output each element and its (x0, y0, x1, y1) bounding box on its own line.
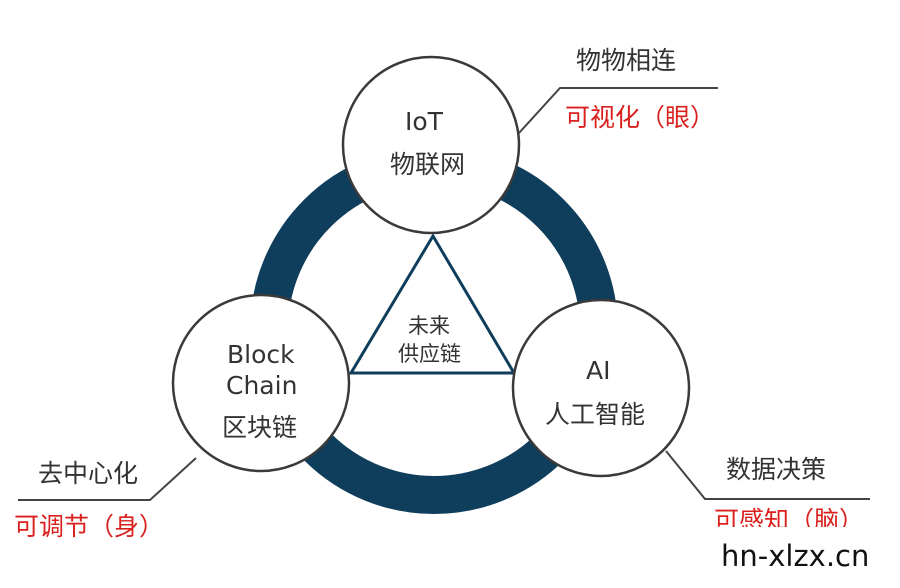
blockchain-callout-label: 去中心化 (38, 459, 139, 488)
center-triangle (348, 233, 517, 375)
iot-callout-role: 可视化（眼） (565, 103, 716, 132)
ai-node-subtitle: 人工智能 (545, 400, 646, 429)
blockchain-node-subtitle: 区块链 (222, 413, 298, 442)
iot-callout-label: 物物相连 (576, 46, 677, 75)
blockchain-leader-line (18, 457, 197, 501)
ai-node-circle (511, 298, 691, 478)
watermark-box: hn-xlzx.cn (708, 527, 900, 588)
center-label-line1: 未来 (408, 314, 450, 338)
blockchain-node-title-line2: Chain (226, 371, 298, 400)
ai-leader-line (665, 450, 870, 500)
blockchain-node-title-line1: Block (227, 340, 295, 369)
ai-node-title: AI (586, 356, 611, 385)
center-label-line2: 供应链 (398, 342, 461, 366)
ai-callout-label: 数据决策 (726, 455, 827, 484)
iot-node-title: IoT (405, 107, 443, 136)
blockchain-callout-role: 可调节（身） (14, 512, 165, 541)
iot-node-subtitle: 物联网 (390, 150, 466, 179)
iot-node-circle (341, 55, 521, 235)
watermark-text: hn-xlzx.cn (721, 539, 870, 573)
blockchain-node-circle (171, 293, 351, 473)
iot-leader-line (518, 87, 718, 134)
